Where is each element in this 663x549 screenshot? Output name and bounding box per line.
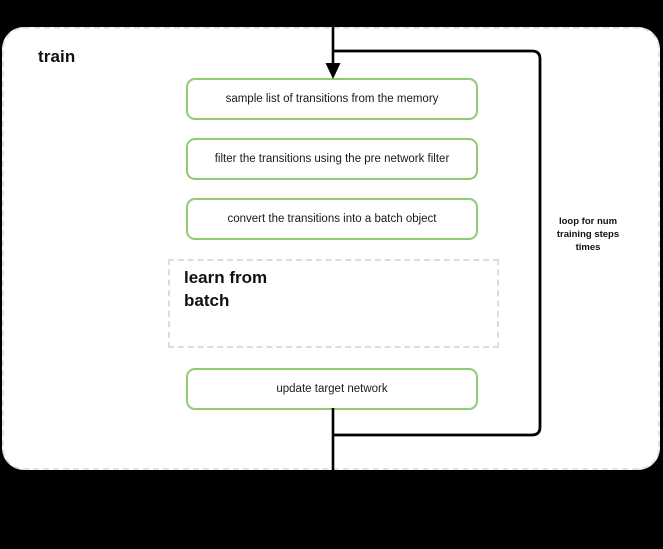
step-label-convert: convert the transitions into a batch obj… [227,212,437,225]
loop-caption-line-3: times [575,242,601,254]
loop-caption-line-2: training steps [556,229,620,241]
step-box-convert[interactable]: convert the transitions into a batch obj… [186,198,478,240]
subprocess-label-learn-from-batch: learn from batch [184,268,268,310]
step-box-update-target-network[interactable]: update target network [186,368,478,410]
step-box-filter[interactable]: filter the transitions using the pre net… [186,138,478,180]
loop-caption: loop for num training steps times [545,215,631,254]
step-box-sample[interactable]: sample list of transitions from the memo… [186,78,478,120]
loop-caption-line-1: loop for num [558,216,618,227]
step-label-sample: sample list of transitions from the memo… [225,92,439,105]
step-label-filter: filter the transitions using the pre net… [214,152,450,165]
subprocess-learn-from-batch[interactable]: learn from batch [168,259,499,348]
page-title: train [38,47,76,66]
step-label-update-target-network: update target network [276,382,388,395]
